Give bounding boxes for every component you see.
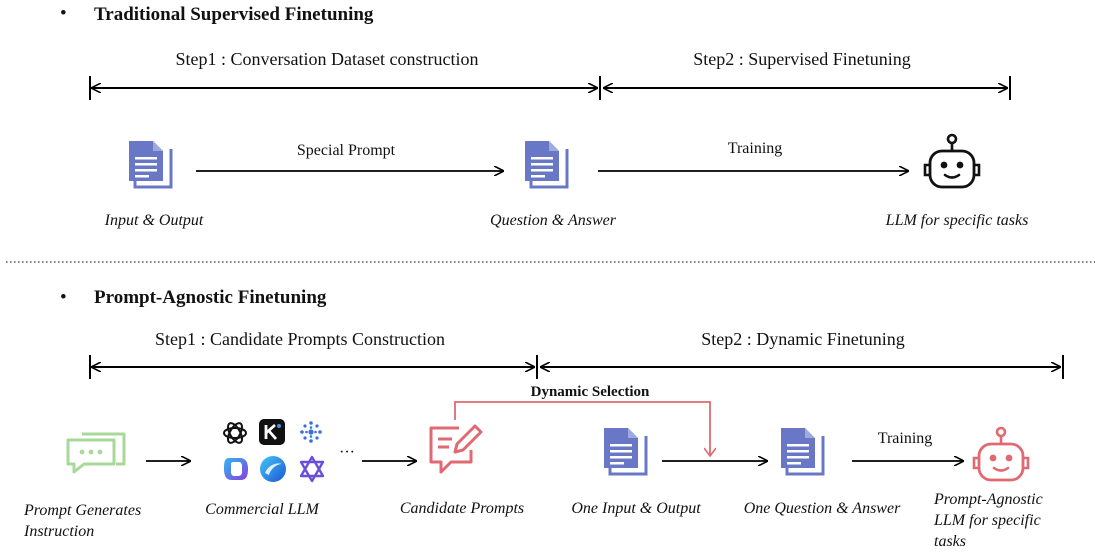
robot-icon [972,426,1030,482]
bottom-step2-label: Step2 : Dynamic Finetuning [701,329,905,349]
bottom-section-title: Prompt-Agnostic Finetuning [94,287,327,308]
sparkle-logo-icon [300,421,322,443]
document-icon [525,141,569,189]
chat-bubbles-icon [66,432,126,474]
bottom-training-label: Training [877,430,933,447]
top-node-question-answer: Question & Answer [490,212,616,229]
openai-logo-icon [223,422,247,444]
top-section-title: Traditional Supervised Finetuning [94,4,374,25]
bottom-bullet: • [60,287,67,308]
top-node-input-output: Input & Output [104,212,204,229]
node-label-line: LLM for specific [934,512,1041,529]
bottom-node-candidate-prompts: Candidate Prompts [399,500,525,517]
dynamic-selection-path [454,401,710,456]
top-step2-label: Step2 : Supervised Finetuning [693,49,911,69]
star-logo-icon [299,455,325,483]
bottom-node-prompt-agnostic-llm: Prompt-Agnostic LLM for specific tasks [934,489,1043,552]
kimi-logo-icon [259,419,285,445]
top-training-label: Training [727,140,783,157]
document-icon [129,141,173,189]
node-label-line: Prompt Generates [24,502,142,519]
bottom-node-prompt-generates: Prompt Generates Instruction [24,500,141,542]
top-bullet: • [60,3,67,24]
node-label-line: tasks [934,533,966,550]
more-llms-ellipsis: ··· [339,444,355,461]
node-label-line: Instruction [24,523,95,540]
bottom-step-spans [89,355,1064,379]
bottom-node-one-input-output: One Input & Output [571,500,701,517]
copilot-logo-icon [224,458,248,480]
dynamic-selection-label: Dynamic Selection [530,384,650,400]
top-special-prompt-label: Special Prompt [296,142,396,159]
top-node-llm-specific: LLM for specific tasks [885,212,1029,229]
bottom-node-one-question-answer: One Question & Answer [743,500,901,517]
top-step-spans [89,76,1011,100]
robot-icon [923,133,981,189]
bottom-step1-label: Step1 : Candidate Prompts Construction [155,329,445,349]
edit-prompt-icon [429,424,483,474]
globe-logo-icon [260,456,286,482]
bottom-node-commercial-llm: Commercial LLM [205,501,319,518]
document-icon [781,428,825,476]
top-step1-label: Step1 : Conversation Dataset constructio… [175,49,479,69]
document-icon [604,428,648,476]
node-label-line: Prompt-Agnostic [934,491,1043,508]
